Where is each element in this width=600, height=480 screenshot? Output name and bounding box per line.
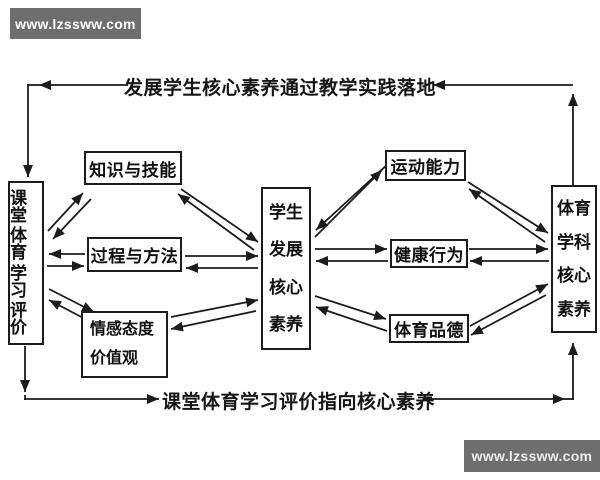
arrow-affect-studentcore bbox=[170, 297, 259, 332]
arrow-studentcore-athletic bbox=[314, 162, 390, 238]
box-classroom-evaluation-line4: 评价 bbox=[10, 301, 27, 338]
box-knowledge-skills: 知识与技能 bbox=[84, 151, 182, 185]
box-student-core: 学生 发展 核心 素养 bbox=[261, 187, 311, 350]
box-pe-subject-core: 体育 学科 核心 素养 bbox=[551, 185, 597, 333]
box-student-core-line1: 学生 bbox=[269, 203, 303, 223]
arrow-knowledge-studentcore bbox=[177, 188, 259, 251]
box-pe-subject-core-line4: 素养 bbox=[557, 299, 591, 319]
arrow-studentcore-health bbox=[315, 244, 388, 266]
box-pe-subject-core-line3: 核心 bbox=[557, 266, 591, 286]
box-classroom-evaluation-line2: 体育 bbox=[10, 226, 27, 263]
box-classroom-evaluation-line3: 学习 bbox=[10, 263, 27, 300]
box-classroom-evaluation-line1: 课堂 bbox=[10, 188, 27, 225]
arrow-bottom-feedback bbox=[20, 343, 578, 404]
box-student-core-line4: 素养 bbox=[269, 314, 303, 334]
box-pe-subject-core-line2: 学科 bbox=[557, 232, 591, 252]
bottom-feedback-label: 课堂体育学习评价指向核心素养 bbox=[162, 392, 436, 413]
arrow-top-feedback bbox=[23, 80, 578, 186]
box-pe-subject-core-line1: 体育 bbox=[557, 199, 591, 219]
box-athletic-ability: 运动能力 bbox=[385, 150, 466, 181]
watermark-top-left: www.lzssww.com bbox=[10, 8, 141, 39]
arrow-process-studentcore bbox=[185, 251, 258, 273]
arrow-evaluation-process bbox=[47, 249, 85, 271]
box-student-core-line2: 发展 bbox=[269, 240, 303, 260]
box-student-core-line3: 核心 bbox=[269, 277, 303, 297]
box-healthy-behavior: 健康行为 bbox=[390, 239, 468, 268]
arrow-athletic-pecore bbox=[467, 181, 549, 243]
box-process-methods: 过程与方法 bbox=[87, 237, 182, 272]
arrow-health-pecore bbox=[469, 244, 549, 266]
box-affect-values-line1: 情感态度 bbox=[90, 320, 155, 338]
arrow-evaluation-knowledge bbox=[47, 192, 92, 240]
arrow-studentcore-morality bbox=[314, 295, 388, 332]
watermark-bottom-right: www.lzssww.com bbox=[464, 440, 600, 472]
arrow-morality-pecore bbox=[469, 283, 549, 336]
box-affect-values: 情感态度 价值观 bbox=[81, 311, 168, 378]
top-feedback-label: 发展学生核心素养通过教学实践落地 bbox=[124, 78, 437, 99]
box-affect-values-line2: 价值观 bbox=[90, 349, 139, 367]
box-classroom-evaluation: 课堂 体育 学习 评价 bbox=[8, 181, 44, 345]
box-sports-morality: 体育品德 bbox=[389, 314, 469, 343]
